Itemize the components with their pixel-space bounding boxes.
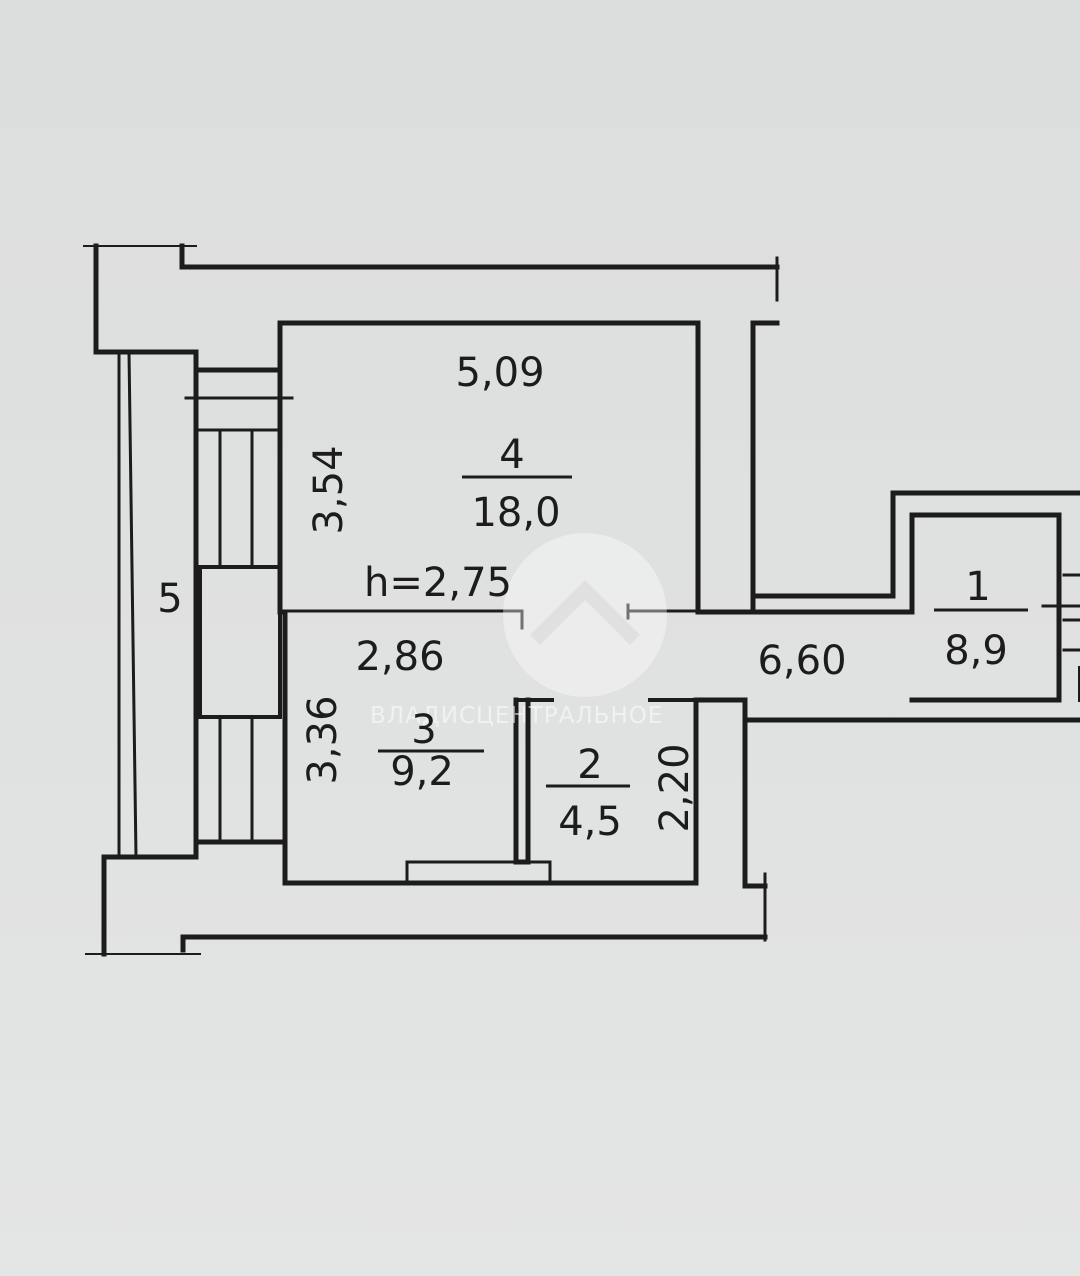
room3-depth-label: 3,36 [300, 695, 346, 784]
room1-number: 1 [965, 564, 990, 610]
room1-area: 8,9 [944, 628, 1008, 674]
watermark-logo-icon [503, 533, 667, 697]
balcony-rail-inner [127, 350, 138, 859]
corridor-length-label: 6,60 [757, 638, 846, 684]
walls [83, 243, 1080, 957]
outer-wall-bottom [180, 934, 768, 953]
room4-number: 4 [499, 432, 524, 478]
bath-fixture [405, 860, 552, 885]
room4-area: 18,0 [471, 490, 560, 536]
outer-wall-top-left [93, 243, 283, 373]
watermark-text: ВЛАДИСЦЕНТРАЛЬНОЕ [370, 703, 663, 729]
outer-wall-bottom-left [101, 839, 283, 957]
watermark: ВЛАДИСЦЕНТРАЛЬНОЕ [370, 533, 667, 729]
room4-wall [277, 320, 701, 615]
room3-wall [282, 609, 699, 886]
labels: 5,09 4 18,0 3,54 h=2,75 2,86 3,36 3 9,2 … [157, 350, 1028, 845]
wall-pier [198, 565, 282, 719]
corridor-wall-top [750, 490, 1080, 615]
room2-number: 2 [577, 742, 602, 788]
right-wall-lower [695, 697, 768, 889]
room3-number: 3 [411, 707, 436, 753]
room2-depth-label: 2,20 [652, 743, 698, 832]
room4-width-label: 5,09 [455, 350, 544, 396]
outer-wall-top [179, 243, 780, 270]
ceiling-height-label: h=2,75 [364, 560, 512, 606]
corridor-wall-inner-top [750, 512, 1062, 703]
balcony-label: 5 [157, 576, 182, 622]
right-wall-upper [695, 320, 780, 615]
room4-depth-label: 3,54 [306, 445, 352, 534]
corridor-wall-bottom [742, 697, 1080, 723]
room2-area: 4,5 [558, 799, 622, 845]
room3-width-label: 2,86 [355, 634, 444, 680]
room3-area: 9,2 [390, 749, 454, 795]
